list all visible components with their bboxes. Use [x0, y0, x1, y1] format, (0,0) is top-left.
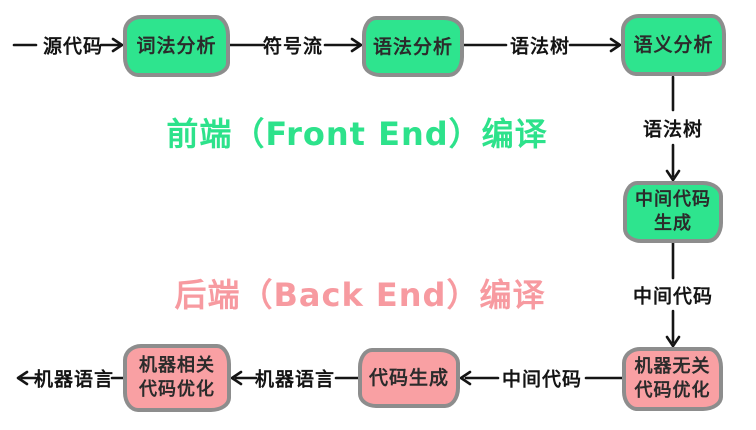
- node-lexical-analysis: 词法分析: [123, 15, 230, 77]
- arrow-right-icon: [323, 37, 363, 53]
- arrow-right-icon: [568, 37, 622, 53]
- edge-label-syntax-tree-right: 语法树: [642, 118, 704, 141]
- edge-label-machine-language-out: 机器语言: [33, 368, 115, 391]
- arrow-left-icon: [16, 370, 38, 386]
- node-semantic-analysis: 语义分析: [621, 14, 726, 76]
- edge-label-machine-language-mid: 机器语言: [254, 368, 336, 391]
- edge-label-intermediate-code-bottom: 中间代码: [501, 368, 583, 391]
- node-code-generation: 代码生成: [358, 348, 460, 408]
- edge-label-source-code: 源代码: [42, 35, 104, 58]
- node-syntax-analysis: 语法分析: [362, 16, 464, 77]
- arrow-right-icon: [99, 37, 124, 53]
- node-machine-independent-optimization: 机器无关 代码优化: [622, 347, 723, 411]
- node-intermediate-code-generation: 中间代码 生成: [623, 181, 723, 243]
- arrow-left-icon: [459, 370, 500, 386]
- arrow-left-icon: [230, 370, 258, 386]
- arrow-down-icon: [665, 309, 681, 348]
- front-end-stage-title: 前端（Front End）编译: [166, 115, 548, 153]
- back-end-stage-title: 后端（Back End）编译: [174, 276, 546, 314]
- node-machine-dependent-optimization: 机器相关 代码优化: [123, 344, 231, 412]
- edge-label-token-stream: 符号流: [262, 35, 324, 58]
- arrow-down-icon: [665, 143, 681, 182]
- edge-label-syntax-tree-top: 语法树: [509, 35, 571, 58]
- edge-label-intermediate-code-right: 中间代码: [632, 285, 714, 308]
